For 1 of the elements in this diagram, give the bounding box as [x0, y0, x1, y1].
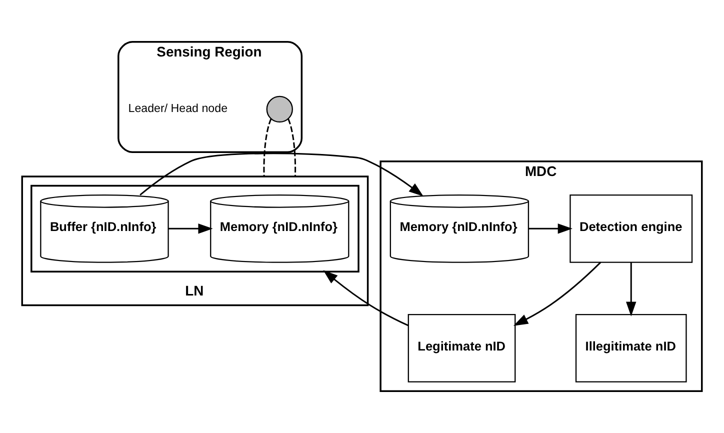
node-label: Leader/ Head node — [128, 102, 228, 116]
